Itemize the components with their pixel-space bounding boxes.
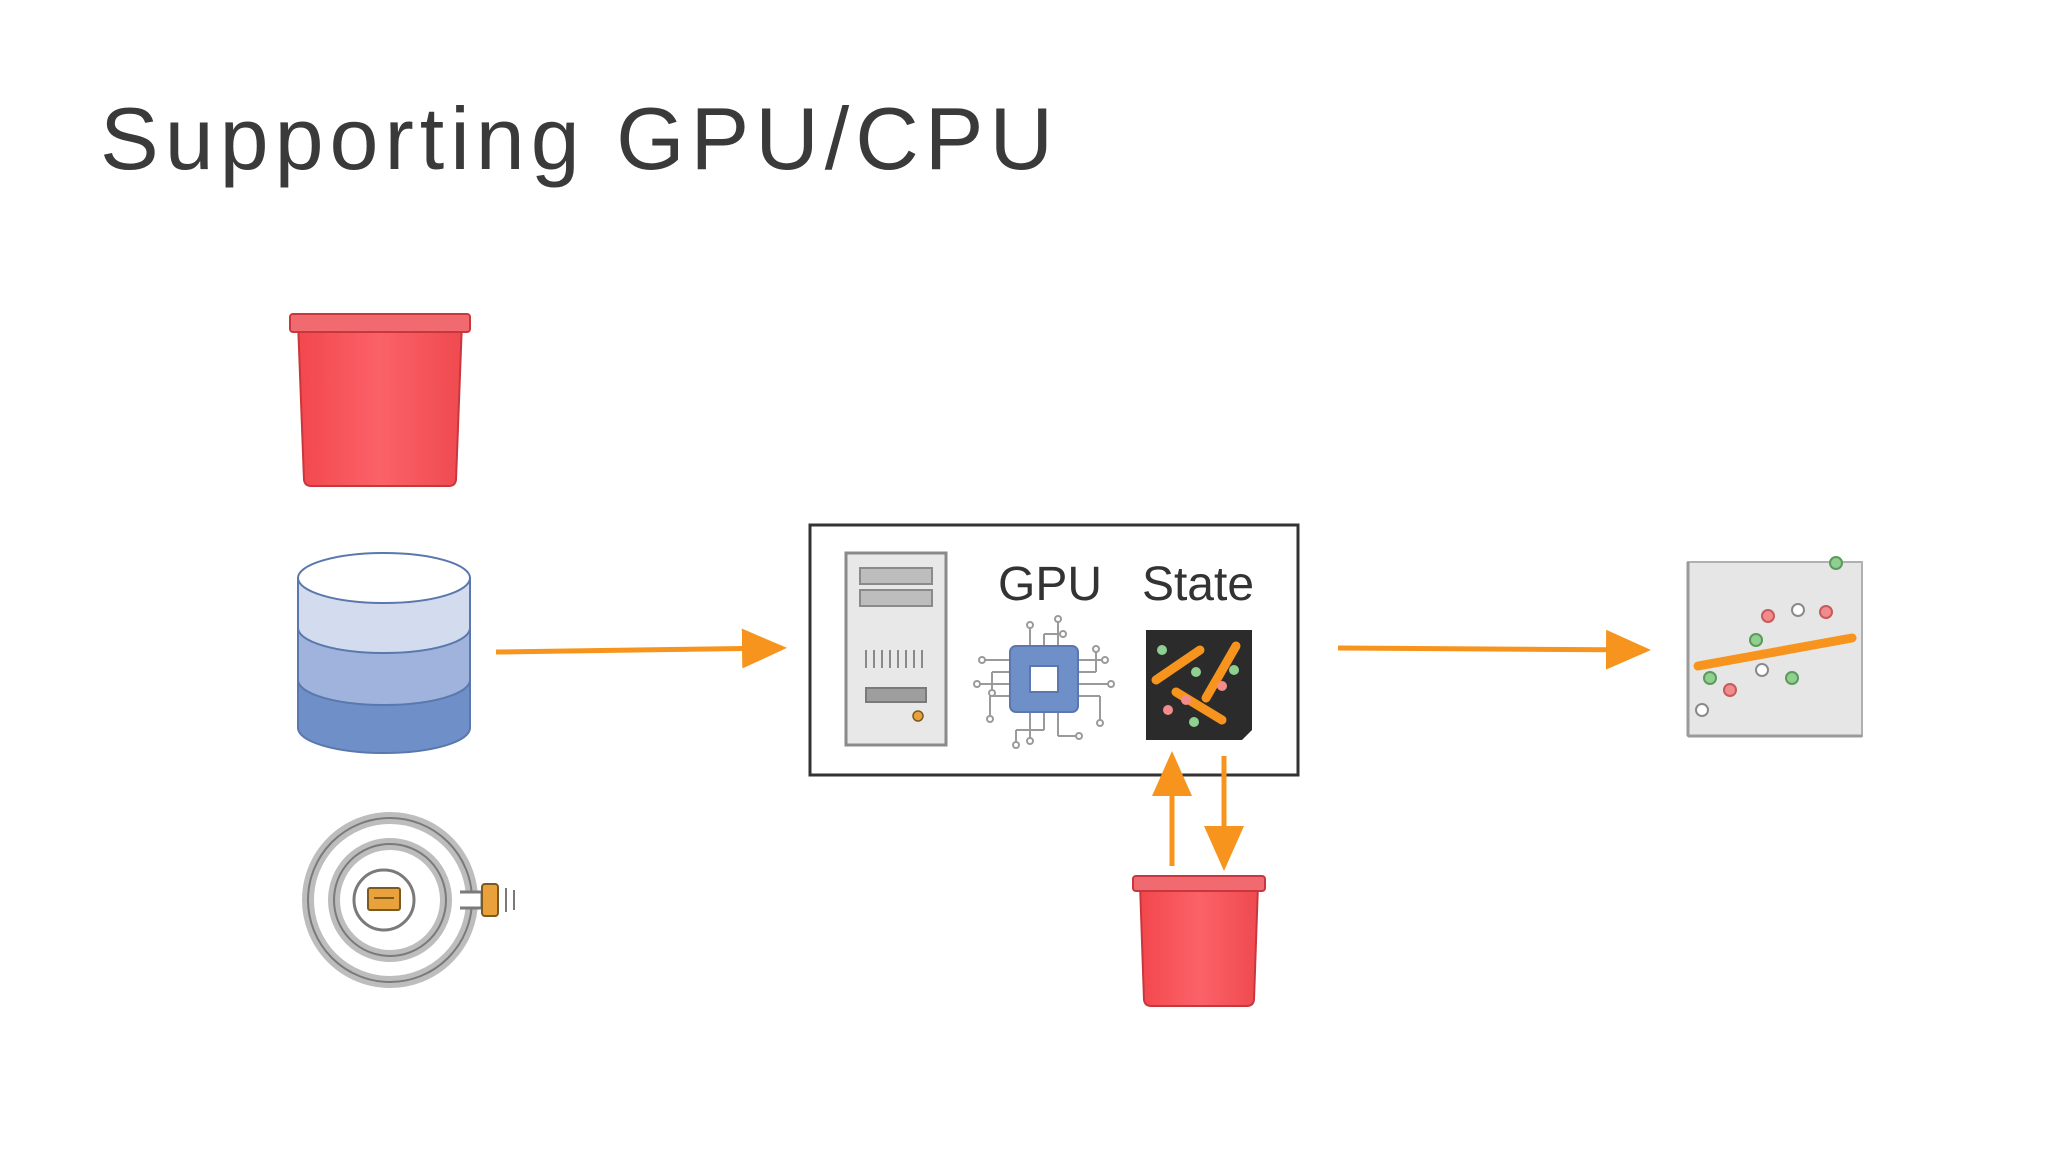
state-label: State bbox=[1142, 558, 1254, 611]
gpu-chip-icon bbox=[973, 615, 1115, 749]
arrow-input-to-compute bbox=[495, 628, 787, 669]
input-database-icon bbox=[297, 552, 471, 754]
output-model-icon bbox=[1686, 556, 1863, 738]
input-stream-icon bbox=[302, 812, 515, 988]
server-tower-icon bbox=[844, 551, 948, 747]
arrow-compute-to-output bbox=[1337, 629, 1651, 670]
input-bucket-icon bbox=[289, 313, 471, 487]
gpu-chip-core bbox=[1029, 665, 1059, 693]
state-model-icon bbox=[1146, 630, 1252, 740]
state-bucket-icon bbox=[1132, 875, 1266, 1007]
compute-box: GPU State bbox=[808, 523, 1300, 777]
page-title: Supporting GPU/CPU bbox=[100, 89, 1060, 188]
gpu-label: GPU bbox=[998, 558, 1102, 611]
